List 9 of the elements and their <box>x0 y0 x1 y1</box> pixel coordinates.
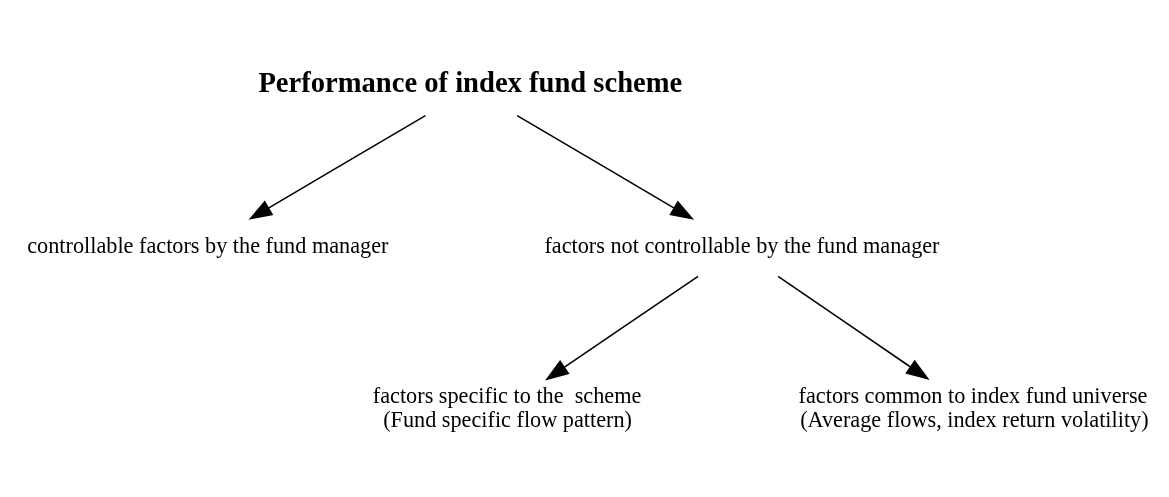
node-text: Performance of index fund scheme <box>258 66 683 98</box>
arrow <box>248 114 427 220</box>
node-text: factors specific to the scheme (Fund specific flow pattern) <box>372 382 642 432</box>
arrow <box>777 275 930 380</box>
arrow <box>545 275 699 380</box>
node-text: factors not controllable by the fund manager <box>544 232 940 258</box>
node-text: controllable factors by the fund manager <box>27 232 389 258</box>
arrow <box>516 114 695 220</box>
node-text: factors common to index fund universe (Average flows, index return volatility) <box>798 382 1149 432</box>
